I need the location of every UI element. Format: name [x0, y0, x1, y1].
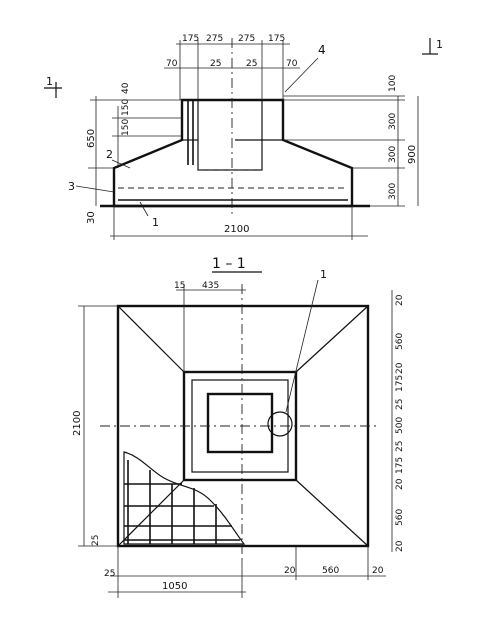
- dim-plan-right-1: 20: [395, 294, 405, 306]
- dim-right-4: 300: [388, 183, 398, 200]
- dim-plan-top-2: 435: [202, 281, 219, 291]
- dim-plan-right-11: 20: [395, 540, 405, 552]
- diag-bl: [117, 479, 185, 547]
- dim-left-bottom: 30: [86, 211, 97, 224]
- dim-top-3: 275: [238, 34, 255, 44]
- diag-tl: [117, 305, 185, 373]
- dim-plan-right-7: 25: [395, 441, 405, 452]
- dim-left-3: 150: [121, 119, 131, 136]
- dim-plan-bottom-left-2: 1050: [162, 581, 187, 592]
- dim-right-2: 300: [388, 113, 398, 130]
- dim-plan-top-1: 15: [174, 281, 185, 291]
- leader-2: [111, 159, 131, 169]
- dim-right-total: 900: [407, 145, 418, 164]
- dim-right-1: 100: [388, 75, 398, 92]
- dim-plan-bottom-left-1: 25: [104, 569, 115, 579]
- dim-top-4: 175: [268, 34, 285, 44]
- dim-plan-right-5: 25: [395, 399, 405, 410]
- dim-sub-2: 25: [210, 59, 221, 69]
- dim-plan-right-3: 20: [395, 362, 405, 374]
- diag-br: [295, 479, 369, 547]
- section-mark-right: 1: [436, 38, 443, 51]
- section-mark-left: 1: [46, 75, 53, 88]
- dim-plan-bottom-1: 20: [284, 566, 296, 576]
- label-3: 3: [68, 180, 75, 193]
- dim-left-2: 150: [121, 99, 131, 116]
- callout-leader: [285, 279, 319, 413]
- dim-sub-1: 70: [166, 59, 178, 69]
- socket-cavity: [197, 100, 263, 171]
- dim-plan-left-total: 2100: [72, 411, 83, 436]
- leader-3: [75, 185, 115, 193]
- dim-plan-right-9: 20: [395, 478, 405, 490]
- elevation-view: 175 275 275 175 70 25 25 70 4 1 1 100 30…: [44, 34, 443, 240]
- diag-tr: [295, 305, 369, 373]
- dim-sub-4: 70: [286, 59, 298, 69]
- dim-plan-right-8: 175: [395, 457, 405, 474]
- dim-plan-right-4: 175: [395, 375, 405, 392]
- leader-1: [139, 201, 149, 217]
- dim-top-1: 175: [182, 34, 199, 44]
- dim-plan-left-small: 25: [91, 535, 101, 546]
- label-2: 2: [106, 148, 113, 161]
- dim-plan-bottom-3: 20: [372, 566, 384, 576]
- callout-label: 1: [320, 268, 327, 281]
- dim-top-2: 275: [206, 34, 223, 44]
- dim-plan-right-10: 560: [395, 509, 405, 526]
- rebar-grid-cutaway: [123, 451, 246, 545]
- dim-sub-3: 25: [246, 59, 257, 69]
- dim-left-total: 650: [86, 129, 97, 148]
- label-1: 1: [152, 216, 159, 229]
- dim-left-1: 40: [121, 82, 131, 94]
- dim-right-3: 300: [388, 146, 398, 163]
- section-title: 1 – 1: [212, 256, 246, 272]
- foundation-outline: [112, 98, 354, 208]
- plan-view: 1 – 1 1: [72, 256, 405, 598]
- dim-plan-bottom-2: 560: [322, 566, 339, 576]
- dim-plan-right-2: 560: [395, 333, 405, 350]
- dim-plan-right-6: 500: [395, 417, 405, 434]
- label-4: 4: [318, 43, 326, 57]
- callout-circle: [267, 411, 293, 437]
- plan-socket: [206, 392, 274, 454]
- leader-4: [284, 57, 319, 93]
- dim-width: 2100: [224, 224, 249, 235]
